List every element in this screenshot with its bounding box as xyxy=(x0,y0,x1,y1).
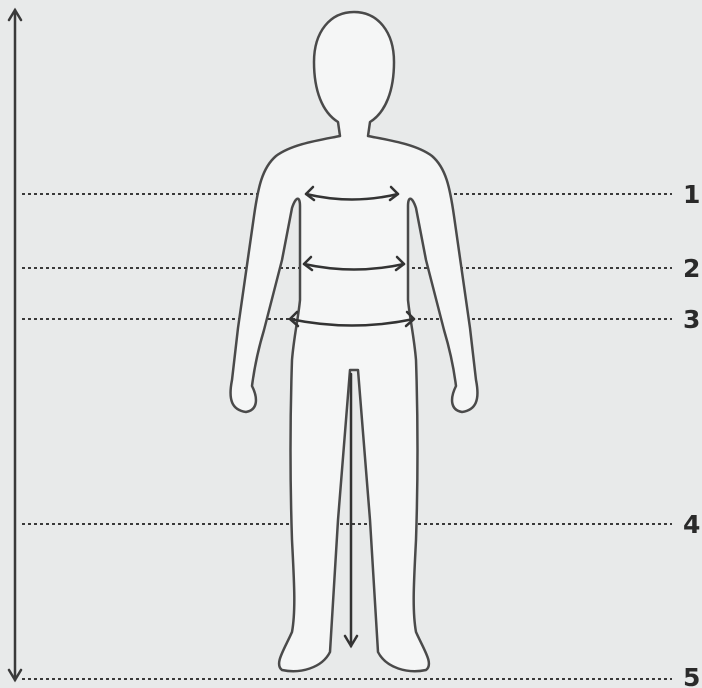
measurement-label-3: 3 xyxy=(683,305,700,334)
measurement-label-1: 1 xyxy=(683,180,700,209)
measurement-label-4: 4 xyxy=(683,510,700,539)
measurement-label-2: 2 xyxy=(683,254,700,283)
measurement-label-5: 5 xyxy=(683,663,700,688)
